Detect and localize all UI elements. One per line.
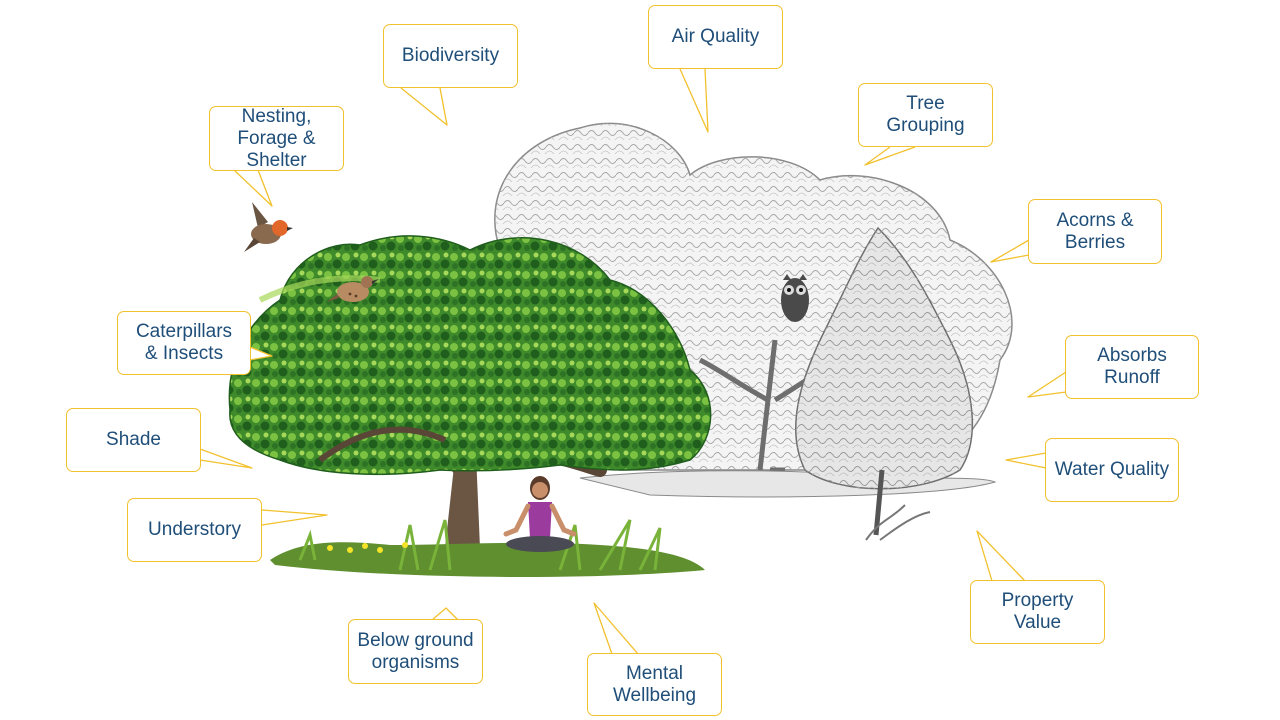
- callout-biodiversity: Biodiversity: [383, 24, 518, 88]
- callout-below-ground: Below ground organisms: [348, 619, 483, 684]
- owl-icon: [781, 274, 809, 322]
- callout-understory: Understory: [127, 498, 262, 562]
- callout-shade: Shade: [66, 408, 201, 472]
- callout-pointers: [199, 68, 1067, 655]
- robin-icon: [244, 202, 293, 252]
- thrush-icon: [327, 276, 379, 302]
- callout-tree-grouping: Tree Grouping: [858, 83, 993, 147]
- callout-nesting: Nesting, Forage & Shelter: [209, 106, 344, 171]
- callout-property-value: Property Value: [970, 580, 1105, 644]
- callout-mental-wellbeing: Mental Wellbeing: [587, 653, 722, 716]
- callout-water-quality: Water Quality: [1045, 438, 1179, 502]
- callout-air-quality: Air Quality: [648, 5, 783, 69]
- callout-caterpillars-insects: Caterpillars & Insects: [117, 311, 251, 375]
- callout-acorns-berries: Acorns & Berries: [1028, 199, 1162, 264]
- meditating-person-icon: [503, 476, 577, 552]
- callout-absorbs-runoff: Absorbs Runoff: [1065, 335, 1199, 399]
- ground-grass: [270, 519, 705, 577]
